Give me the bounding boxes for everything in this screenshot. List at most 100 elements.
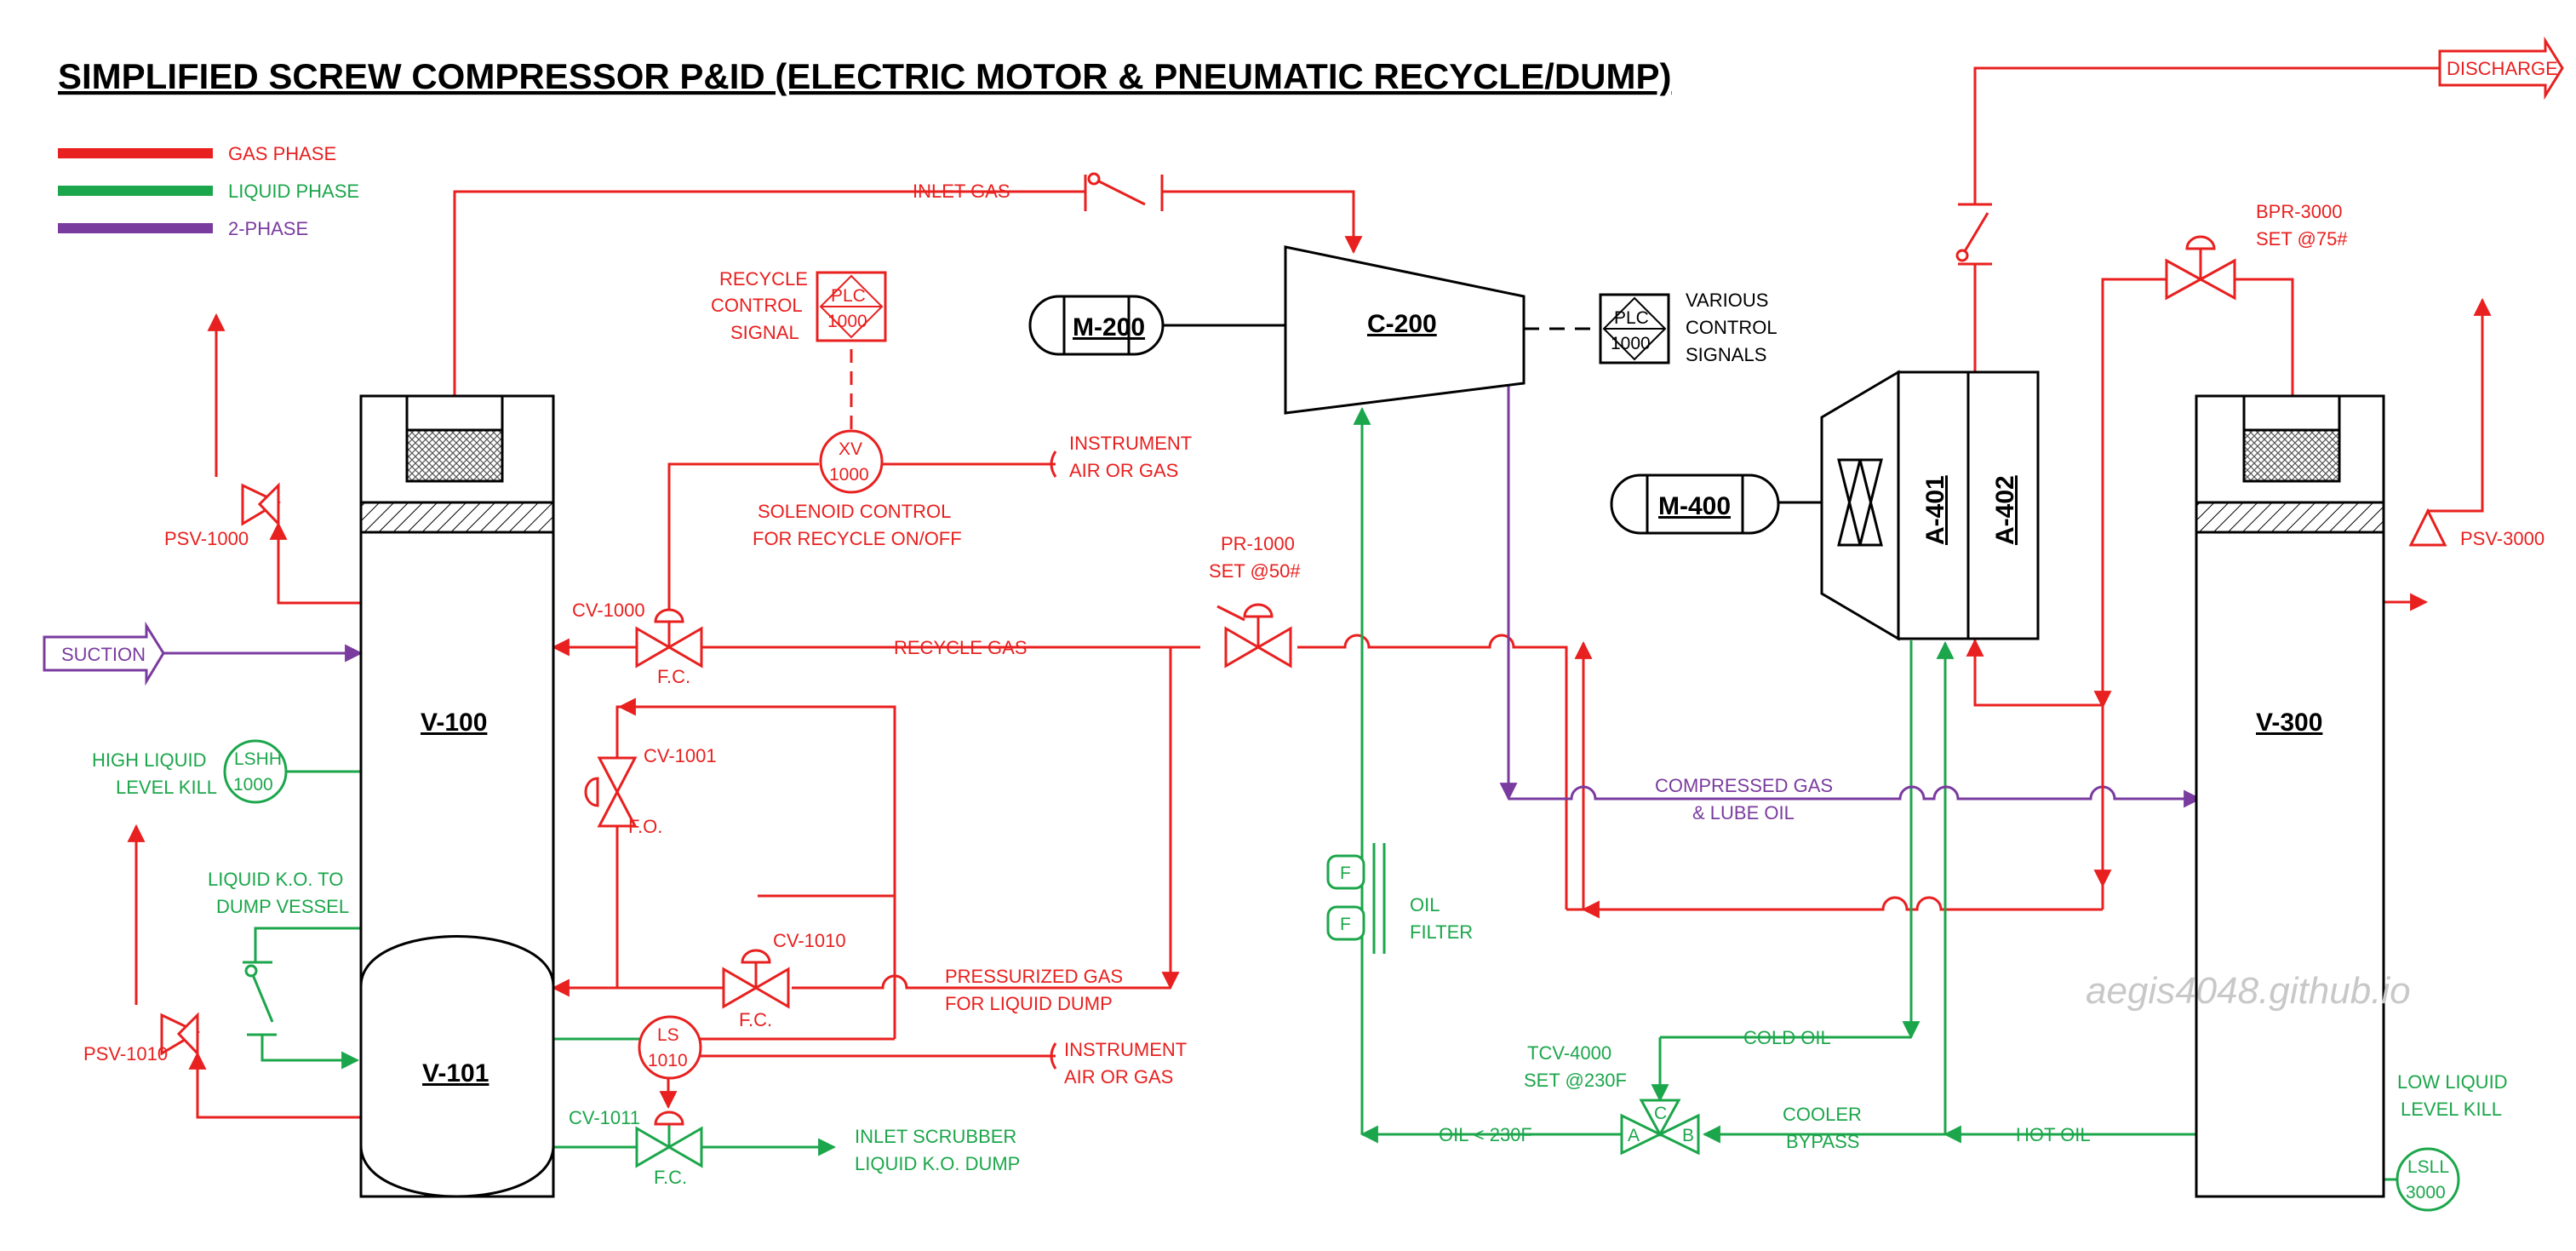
tcv-port-b <box>1657 1113 1700 1156</box>
discharge-label: DISCHARGE <box>2447 58 2558 79</box>
discharge-check-flap <box>1961 212 1989 256</box>
compressed-gas-label-2: & LUBE OIL <box>1692 802 1795 823</box>
xv1000-tag: XV <box>839 439 862 459</box>
cv1011-fc: F.C. <box>654 1167 687 1188</box>
ko-label-1: LIQUID K.O. TO <box>208 869 343 890</box>
piping <box>127 66 2492 1181</box>
xv1000-bubble <box>819 429 884 494</box>
plc-various-num: 1000 <box>1611 334 1651 353</box>
psv1010-label: PSV-1010 <box>83 1043 168 1064</box>
cv1010-left <box>722 967 758 1009</box>
various-signals-label-3: SIGNALS <box>1686 344 1766 365</box>
tcv4000-valve <box>1620 1099 1700 1156</box>
cv1010-fc: F.C. <box>739 1009 772 1030</box>
dump-label-2: LIQUID K.O. DUMP <box>855 1153 1020 1174</box>
discharge-arrow-tag: DISCHARGE <box>2438 36 2564 100</box>
v101-shell <box>359 935 555 1198</box>
cooler-a401-a402 <box>1820 370 2040 641</box>
cv1010-right <box>753 967 790 1009</box>
v300-mesh-pad <box>2242 428 2341 483</box>
legend: GAS PHASE LIQUID PHASE 2-PHASE <box>58 143 359 239</box>
recycle-gas-label: RECYCLE GAS <box>894 637 1028 658</box>
v100-hatch <box>359 501 555 534</box>
cv1011-right <box>667 1126 703 1168</box>
cv1010-actuator <box>741 949 771 964</box>
dump-label-1: INLET SCRUBBER <box>855 1126 1016 1147</box>
lshh-desc-2: LEVEL KILL <box>116 777 217 798</box>
curl-2 <box>1050 1042 1057 1070</box>
cv1001-top <box>597 756 638 795</box>
cv1000-actuator <box>654 608 684 623</box>
ls1010-bubble <box>638 1015 702 1080</box>
psv3000-label: PSV-3000 <box>2460 528 2545 549</box>
suction-arrow <box>43 621 165 686</box>
recycle-signal-label-2: CONTROL <box>711 295 803 316</box>
psv1010-inlet-line <box>188 1051 361 1119</box>
instr-air-ls-label-2: AIR OR GAS <box>1064 1066 1173 1087</box>
legend-two-phase-label: 2-PHASE <box>228 218 308 239</box>
a402-label: A-402 <box>1991 475 2019 545</box>
tcv-port-c <box>1639 1099 1681 1138</box>
compressor-c200 <box>1284 245 1526 415</box>
oil-filter-label-2: FILTER <box>1410 921 1473 943</box>
cooler-bypass-label-1: COOLER <box>1783 1104 1862 1125</box>
a401-label: A-401 <box>1921 475 1949 545</box>
hot-oil-label: HOT OIL <box>2016 1124 2091 1145</box>
cv1001-fo: F.O. <box>628 816 662 837</box>
cv1000-left <box>635 626 672 669</box>
lshh1000-num: 1000 <box>233 775 273 795</box>
ko-check-pivot <box>244 964 258 978</box>
a402-box <box>1966 370 2040 640</box>
inlet-gas-label: INLET GAS <box>913 181 1010 202</box>
instrument-air-curls <box>1050 450 1057 1070</box>
v300-hatch <box>2195 501 2385 534</box>
oil-filters <box>1326 843 1386 954</box>
m400-label: M-400 <box>1658 492 1731 520</box>
lshh1000-bubble <box>223 739 288 804</box>
cooler-bypass-label-2: BYPASS <box>1786 1131 1859 1152</box>
oil-filter-1 <box>1326 854 1365 890</box>
cv1011-left <box>635 1126 672 1168</box>
v100-label: V-100 <box>421 709 487 737</box>
compressed-recycle-line <box>1297 634 1568 910</box>
inlet-gas-line-2 <box>1162 190 1363 255</box>
legend-gas-label: GAS PHASE <box>228 143 336 164</box>
oil-filter-2-f: F <box>1340 915 1351 934</box>
instr-air-xv-label-1: INSTRUMENT <box>1069 433 1192 454</box>
plc-recycle-num: 1000 <box>827 312 867 331</box>
lshh1000-tag: LSHH <box>234 749 282 769</box>
bpr3000-right <box>2197 258 2236 301</box>
lsll3000-tag: LSLL <box>2407 1157 2449 1177</box>
lsll3000-bubble <box>2396 1147 2460 1212</box>
psv1000-inlet-line <box>269 521 361 605</box>
bpr3000-left <box>2165 258 2204 301</box>
cooler-return <box>1973 639 2103 707</box>
ko-line-2 <box>260 1035 360 1070</box>
cv1000-fc: F.C. <box>657 666 690 687</box>
vessel-v100 <box>359 394 555 1198</box>
m200-label: M-200 <box>1073 313 1145 341</box>
pr1000-sense <box>1216 605 1245 622</box>
ls1010-num: 1010 <box>648 1051 688 1070</box>
plc-recycle-diamond <box>819 274 884 339</box>
cv1011-label: CV-1011 <box>569 1107 640 1128</box>
oil-lt-230-label: OIL < 230F <box>1439 1124 1532 1145</box>
diagram-title: SIMPLIFIED SCREW COMPRESSOR P&ID (ELECTR… <box>58 56 1672 96</box>
plc-recycle: PLC 1000 <box>816 271 887 342</box>
lsll-desc-2: LEVEL KILL <box>2401 1099 2502 1120</box>
inlet-check-pivot <box>1087 172 1101 186</box>
check-valves <box>1084 172 1992 266</box>
a401-box <box>1897 370 1970 640</box>
c200-label: C-200 <box>1367 310 1437 338</box>
ls1010-tag: LS <box>657 1025 679 1045</box>
bpr3000-set: SET @75# <box>2256 228 2348 250</box>
plc-various: PLC 1000 <box>1599 293 1670 364</box>
psv1000-label: PSV-1000 <box>164 528 249 549</box>
red-valves <box>160 235 2447 1057</box>
cv1011-valve <box>635 1110 703 1168</box>
oil-filter-2 <box>1326 905 1365 941</box>
psv3000-outlet <box>2426 297 2492 545</box>
lsll-desc-1: LOW LIQUID <box>2397 1071 2508 1093</box>
suction-label: SUCTION <box>61 644 146 665</box>
